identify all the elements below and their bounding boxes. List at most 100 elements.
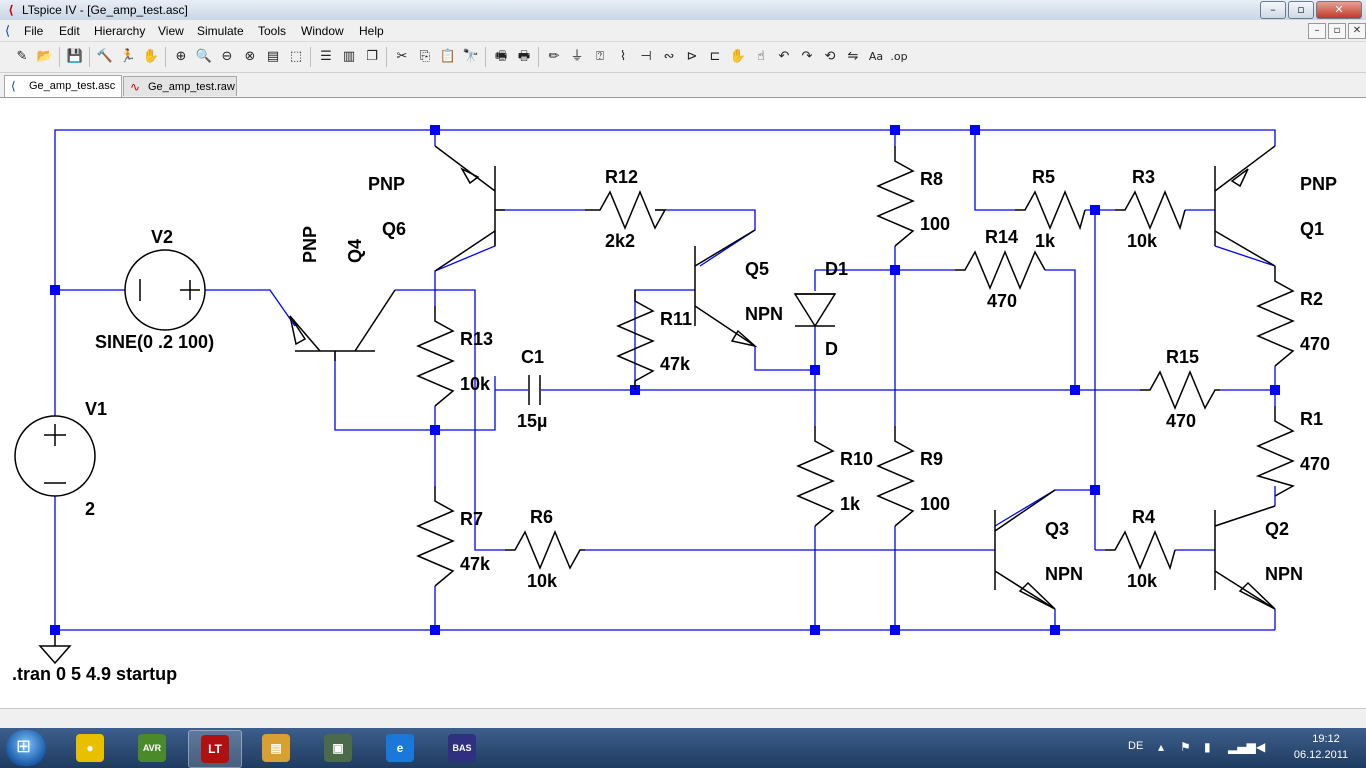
minimize-button[interactable]: – <box>1260 1 1286 19</box>
pan-icon[interactable]: 🔍 <box>195 49 213 64</box>
mirror-icon[interactable]: ⇋ <box>847 49 859 64</box>
new-schematic-icon[interactable]: ✎ <box>16 49 28 64</box>
mdi-close-button[interactable]: ✕ <box>1348 23 1366 39</box>
menu-window[interactable]: Window <box>301 24 344 38</box>
zoom-out-icon[interactable]: ⊖ <box>221 49 233 64</box>
transistor-q5[interactable] <box>694 229 758 348</box>
resistor-r13[interactable] <box>416 306 455 407</box>
basic-app-icon[interactable]: BAS <box>436 730 488 766</box>
tab-waveform[interactable]: ∿ Ge_amp_test.raw <box>123 76 237 96</box>
diode-d1[interactable] <box>793 293 837 328</box>
label-net-icon[interactable]: ⍰ <box>596 49 604 64</box>
component-icon[interactable]: ⊏ <box>709 49 721 64</box>
ie-app-icon[interactable]: e <box>374 730 426 766</box>
spice-directive[interactable]: .tran 0 5 4.9 startup <box>12 664 177 684</box>
draw-wire-icon[interactable]: ✏ <box>548 49 560 64</box>
save-icon[interactable]: 💾 <box>66 49 84 64</box>
resistor-r6[interactable] <box>505 530 585 570</box>
diode-icon[interactable]: ⊳ <box>686 49 698 64</box>
sine-source-v2[interactable] <box>124 249 206 331</box>
tab-schematic[interactable]: ⟨ Ge_amp_test.asc <box>4 75 122 97</box>
control-panel-icon[interactable]: 🔨 <box>96 49 114 64</box>
menu-hierarchy[interactable]: Hierarchy <box>94 24 146 38</box>
transistor-q6[interactable] <box>434 145 505 272</box>
resistor-icon[interactable]: ⌇ <box>619 49 627 64</box>
ground-symbol[interactable] <box>38 635 72 665</box>
redo-icon[interactable]: ↷ <box>801 49 813 64</box>
tile-vertical-icon[interactable]: ▥ <box>342 49 356 64</box>
terminal-app-icon[interactable]: ▣ <box>312 730 364 766</box>
rotate-icon[interactable]: ⟲ <box>824 49 836 64</box>
tray-arrow-icon[interactable]: ▴ <box>1158 740 1165 754</box>
menu-edit[interactable]: Edit <box>59 24 80 38</box>
clock-time[interactable]: 19:12 <box>1312 733 1340 745</box>
paste-icon[interactable]: 📋 <box>439 49 457 64</box>
schematic-canvas[interactable]: PNP Q6 PNP Q4 V2 SINE(0 .2 100) V1 2 R12… <box>0 97 1366 709</box>
copy-icon[interactable]: ⎘ <box>419 49 431 64</box>
cut-icon[interactable]: ✂ <box>396 49 408 64</box>
menu-simulate[interactable]: Simulate <box>197 24 244 38</box>
find-icon[interactable]: 🔭 <box>462 49 480 64</box>
autorange-icon[interactable]: ▤ <box>266 49 280 64</box>
transistor-q3[interactable] <box>994 489 1056 610</box>
ltspice-app-icon[interactable]: LT <box>188 730 242 768</box>
cascade-icon[interactable]: ❐ <box>366 49 378 64</box>
resistor-r14[interactable] <box>955 250 1046 290</box>
resistor-r3[interactable] <box>1115 190 1186 231</box>
move-icon[interactable]: ✋ <box>729 49 747 64</box>
resistor-r5[interactable] <box>1015 190 1086 231</box>
mdi-minimize-button[interactable]: – <box>1308 23 1326 39</box>
zoom-back-icon[interactable]: ⬚ <box>289 49 303 64</box>
resistor-r9[interactable] <box>876 426 915 527</box>
resistor-r12[interactable] <box>585 190 667 230</box>
run-icon[interactable]: 🏃 <box>119 49 137 64</box>
transistor-q4[interactable] <box>289 289 396 361</box>
capacitor-c1[interactable] <box>528 375 541 405</box>
volume-icon[interactable]: ◀ <box>1256 740 1266 754</box>
clock-date[interactable]: 06.12.2011 <box>1293 749 1349 761</box>
lotus-app-icon[interactable]: ● <box>64 730 116 766</box>
avr-app-icon[interactable]: AVR <box>126 730 178 766</box>
transistor-q1[interactable] <box>1214 145 1276 267</box>
network-icon[interactable]: ▂▄▆ <box>1228 740 1256 754</box>
menu-tools[interactable]: Tools <box>258 24 287 38</box>
undo-icon[interactable]: ↶ <box>778 49 790 64</box>
resistor-r11[interactable] <box>616 290 655 390</box>
inductor-icon[interactable]: ∾ <box>663 49 675 64</box>
print-setup-icon[interactable]: 🖷 <box>494 49 508 64</box>
halt-icon[interactable]: ✋ <box>142 49 160 64</box>
resistor-r15[interactable] <box>1140 370 1220 410</box>
mdi-restore-button[interactable]: ▫ <box>1328 23 1346 39</box>
zoom-in-icon[interactable]: ⊕ <box>175 49 187 64</box>
windows-start-icon[interactable]: ⊞ <box>6 730 46 766</box>
resistor-r1[interactable] <box>1255 406 1295 497</box>
flag-icon[interactable]: ⚑ <box>1180 740 1191 754</box>
ground-icon[interactable]: ⏚ <box>570 49 584 64</box>
resistor-r2[interactable] <box>1256 266 1295 367</box>
menu-file[interactable]: File <box>24 24 44 38</box>
drag-icon[interactable]: ☝ <box>757 49 765 64</box>
document-icon[interactable]: ⟨ <box>5 23 11 38</box>
resistor-r10[interactable] <box>796 426 835 527</box>
voltage-source-v1[interactable] <box>14 415 96 497</box>
tile-horizontal-icon[interactable]: ☰ <box>320 49 332 64</box>
menu-view[interactable]: View <box>158 24 184 38</box>
battery-icon[interactable]: ▮ <box>1204 740 1211 754</box>
zoom-fit-icon[interactable]: ⊗ <box>244 49 256 64</box>
wires[interactable] <box>54 129 1276 631</box>
schematic-drawing[interactable]: PNP Q6 PNP Q4 V2 SINE(0 .2 100) V1 2 R12… <box>0 98 1366 709</box>
resistor-r7[interactable] <box>416 486 455 587</box>
transistor-q2[interactable] <box>1214 505 1276 610</box>
resistor-r8[interactable] <box>876 146 915 247</box>
close-button[interactable]: ✕ <box>1316 1 1362 19</box>
language-indicator[interactable]: DE <box>1128 740 1144 752</box>
maximize-button[interactable]: ▫ <box>1288 1 1314 19</box>
open-icon[interactable]: 📂 <box>36 49 54 64</box>
capacitor-icon[interactable]: ⊣ <box>640 49 652 64</box>
spice-directive-icon[interactable]: .op <box>890 50 908 63</box>
text-icon[interactable]: Aa <box>868 50 884 63</box>
menu-help[interactable]: Help <box>359 24 384 38</box>
resistor-r4[interactable] <box>1105 530 1176 571</box>
print-icon[interactable]: 🖶 <box>517 49 531 64</box>
explorer-app-icon[interactable]: ▤ <box>250 730 302 766</box>
